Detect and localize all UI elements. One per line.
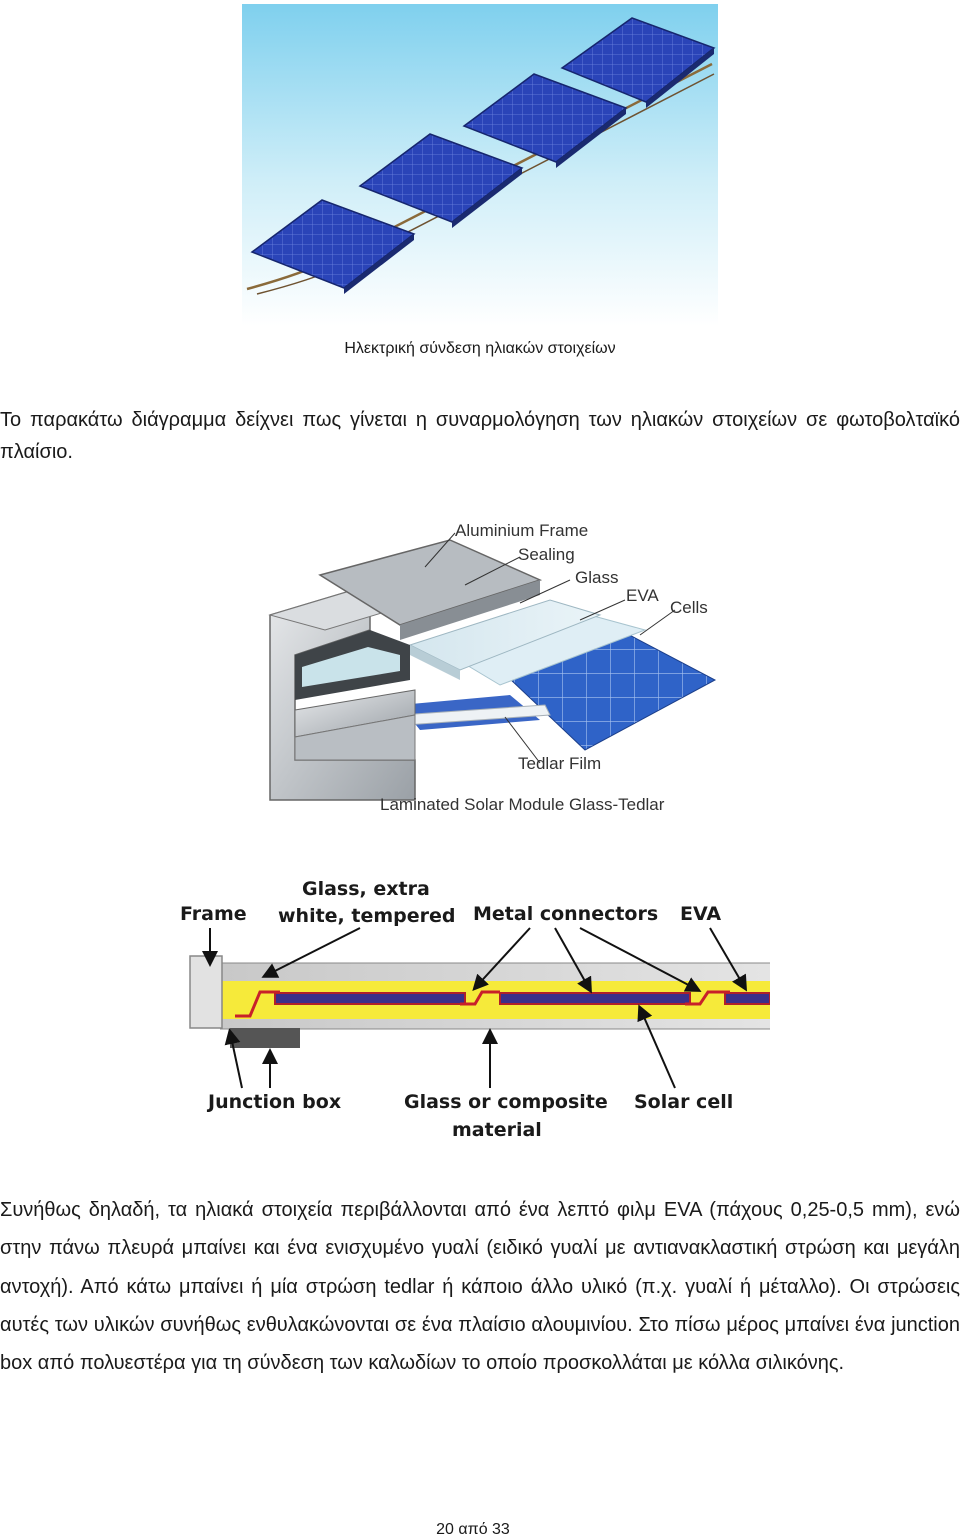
- label-eva: EVA: [626, 586, 659, 605]
- label-cells: Cells: [670, 598, 708, 617]
- label-metal-connectors: Metal connectors: [473, 903, 658, 925]
- solar-cell-4: [560, 17, 716, 108]
- label-eva: EVA: [680, 903, 721, 925]
- solar-cells-image: [242, 4, 718, 326]
- module-cross-section-diagram: Frame Glass, extra white, tempered Metal…: [170, 868, 771, 1148]
- label-glass-line1: Glass, extra: [302, 878, 430, 900]
- solar-cell-1: [250, 199, 416, 294]
- label-glass: Glass: [575, 568, 618, 587]
- solar-cell-3: [462, 73, 628, 168]
- page-number: 20 από 33: [436, 1521, 510, 1538]
- diagram-title: Laminated Solar Module Glass-Tedlar: [380, 795, 665, 814]
- label-sealing: Sealing: [518, 545, 575, 564]
- laminated-module-diagram: Aluminium Frame Sealing Glass EVA Cells …: [250, 505, 720, 825]
- intro-paragraph: Το παρακάτω διάγραμμα δείχνει πως γίνετα…: [0, 409, 960, 463]
- label-aluminium-frame: Aluminium Frame: [455, 521, 588, 540]
- label-tedlar-film: Tedlar Film: [518, 754, 601, 773]
- figure-caption: Ηλεκτρική σύνδεση ηλιακών στοιχείων: [344, 340, 616, 357]
- label-glass-line2: white, tempered: [278, 905, 456, 927]
- label-composite-line2: material: [452, 1119, 542, 1141]
- body-paragraph: Συνήθως δηλαδή, τα ηλιακά στοιχεία περιβ…: [0, 1199, 960, 1375]
- label-solar-cell: Solar cell: [634, 1091, 733, 1113]
- label-frame: Frame: [180, 903, 247, 925]
- solar-cell-2: [358, 133, 524, 228]
- label-junction-box: Junction box: [206, 1091, 341, 1113]
- label-composite-line1: Glass or composite: [404, 1091, 608, 1113]
